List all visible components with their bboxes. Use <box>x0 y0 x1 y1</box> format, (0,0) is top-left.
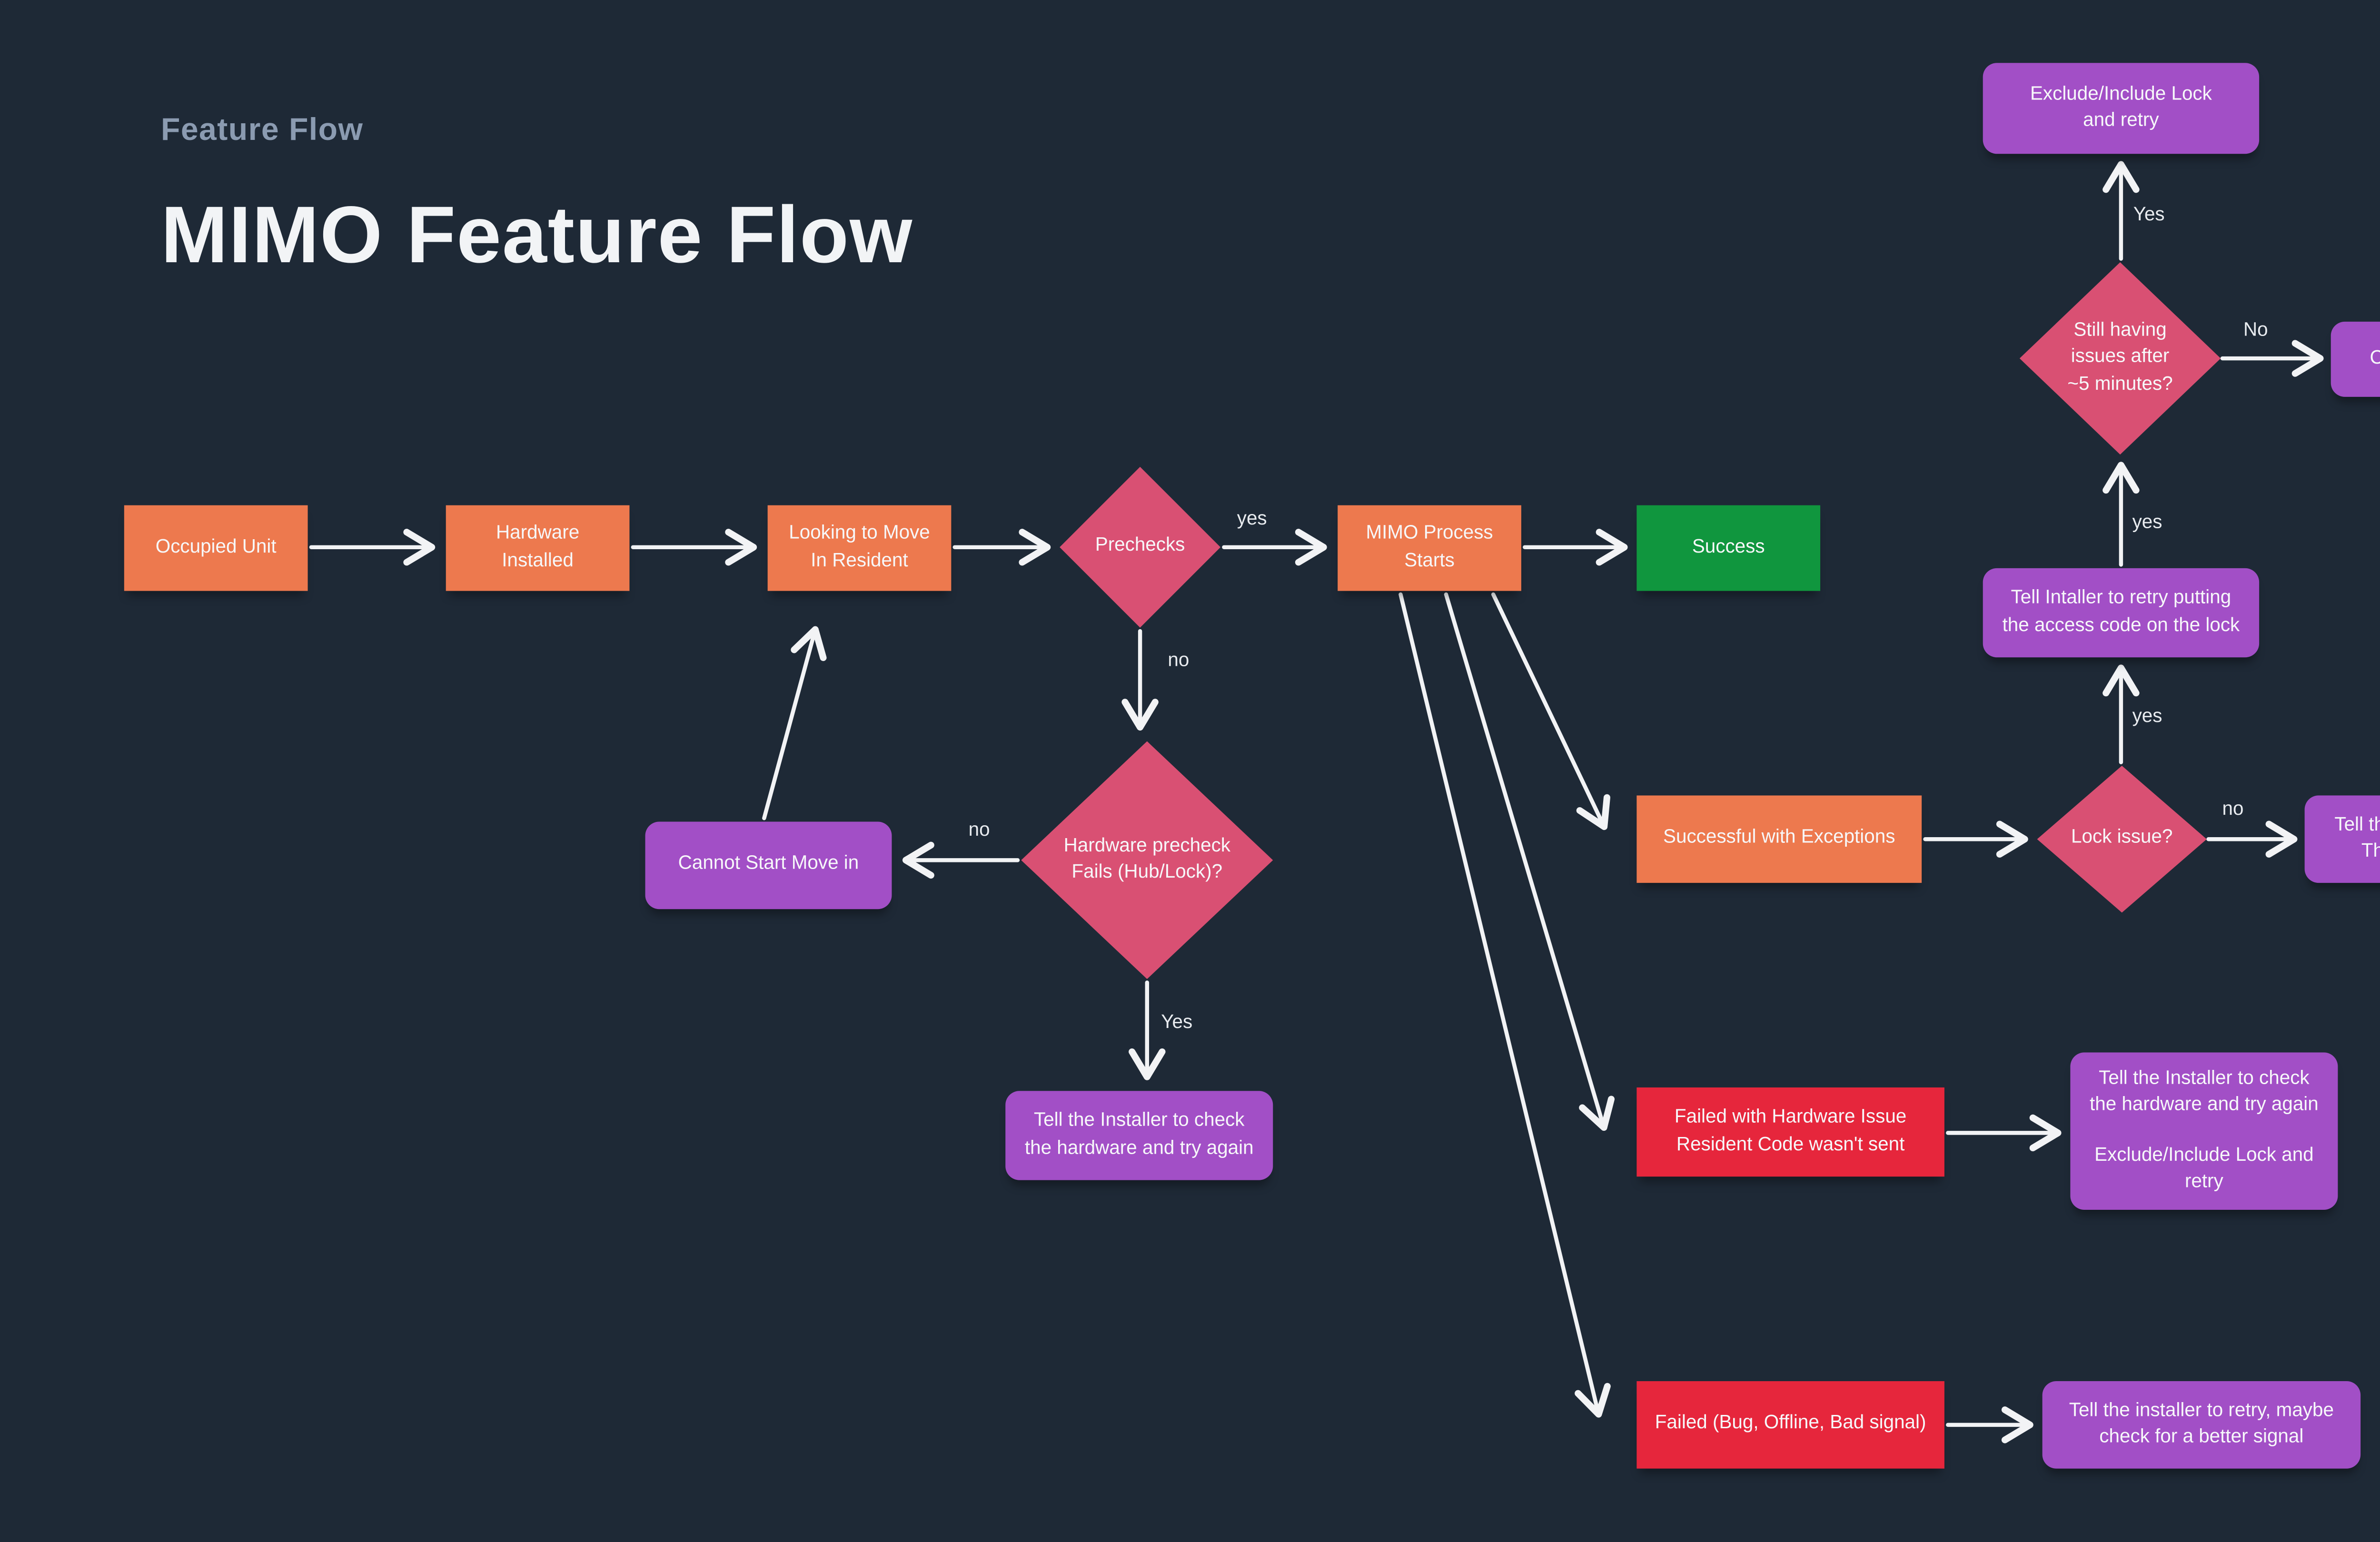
node-exclude-include-lock-retry[interactable]: Exclude/Include Lock and retry <box>1983 63 2260 154</box>
node-hardware-installed[interactable]: Hardware Installed <box>446 505 630 591</box>
node-label: Looking to Move In Resident <box>789 523 930 571</box>
edge-label-lockissue-no: no <box>2222 799 2244 820</box>
edge-label-retrycode-yes: yes <box>2132 512 2162 534</box>
edge-label-lockissue-yes: yes <box>2132 706 2162 728</box>
edge-label-prechecks-yes: yes <box>1237 508 1267 530</box>
edge-label-still-yes: Yes <box>2133 204 2165 226</box>
node-check-hardware-try-again[interactable]: Tell the Installer to check the hardware… <box>1005 1091 1273 1180</box>
node-label: MIMO Process Starts <box>1366 523 1493 571</box>
node-label: Hardware precheck Fails (Hub/Lock)? <box>1063 835 1230 883</box>
node-failed-bug-offline-bad-signal[interactable]: Failed (Bug, Offline, Bad signal) <box>1636 1381 1944 1469</box>
node-label: Tell the Installer to check the hardware… <box>1024 1110 1254 1158</box>
edge-label-hwprecheck-yes: Yes <box>1161 1012 1193 1034</box>
edge-mimo-to-succexc <box>1491 592 1610 830</box>
node-label: Tell the Installer to Notify The Propert… <box>2334 814 2380 862</box>
node-label: Tell the installer to retry, maybe check… <box>2069 1400 2334 1448</box>
edge-label-hwprecheck-no: no <box>968 820 990 841</box>
node-label-line1: Failed with Hardware Issue <box>1674 1107 1907 1128</box>
node-label: Exclude/Include Lock and retry <box>2030 83 2212 131</box>
node-label: Lock issue? <box>2071 827 2173 849</box>
node-success[interactable]: Success <box>1636 505 1821 591</box>
node-looking-to-move-in-resident[interactable]: Looking to Move In Resident <box>767 505 952 591</box>
eyebrow-label: Feature Flow <box>160 112 364 147</box>
node-occupied-unit[interactable]: Occupied Unit <box>124 505 308 591</box>
node-contact-support[interactable]: Contact Support <box>2330 321 2380 397</box>
edge-mimo-to-failedhw <box>1444 592 1615 1131</box>
node-label-line2: Exclude/Include Lock and retry <box>2094 1144 2314 1192</box>
node-check-hardware-exclude-include[interactable]: Tell the Installer to check the hardware… <box>2070 1052 2338 1210</box>
node-label: Cannot Start Move in <box>678 853 859 875</box>
edge-label-still-no: No <box>2243 320 2268 341</box>
node-label: Contact Support <box>2370 346 2380 373</box>
node-label: Still having issues after ~5 minutes? <box>2067 319 2173 395</box>
node-label: Successful with Exceptions <box>1663 827 1895 849</box>
node-label: Hardware Installed <box>496 523 580 571</box>
node-retry-better-signal[interactable]: Tell the installer to retry, maybe check… <box>2042 1381 2361 1469</box>
edge-mimo-to-failedbug <box>1398 592 1611 1418</box>
node-label-line1: Tell the Installer to check the hardware… <box>2090 1068 2319 1116</box>
node-label: Tell Intaller to retry putting the acces… <box>2002 587 2240 636</box>
node-successful-with-exceptions[interactable]: Successful with Exceptions <box>1636 795 1922 883</box>
node-mimo-process-starts[interactable]: MIMO Process Starts <box>1338 505 1521 591</box>
node-notify-property-staff[interactable]: Tell the Installer to Notify The Propert… <box>2304 795 2380 883</box>
node-cannot-start-move-in[interactable]: Cannot Start Move in <box>645 821 892 909</box>
node-label: Occupied Unit <box>155 536 277 558</box>
node-label: Failed (Bug, Offline, Bad signal) <box>1655 1413 1926 1434</box>
node-label-line2: Resident Code wasn't sent <box>1676 1134 1905 1155</box>
node-label: Prechecks <box>1095 535 1185 557</box>
edge-label-prechecks-no: no <box>1168 650 1190 672</box>
page-title: MIMO Feature Flow <box>160 188 913 280</box>
edge-cannot-to-looking <box>762 626 827 820</box>
node-label: Success <box>1692 536 1765 558</box>
header: Feature Flow MIMO Feature Flow <box>161 112 913 281</box>
node-retry-access-code[interactable]: Tell Intaller to retry putting the acces… <box>1983 568 2260 658</box>
